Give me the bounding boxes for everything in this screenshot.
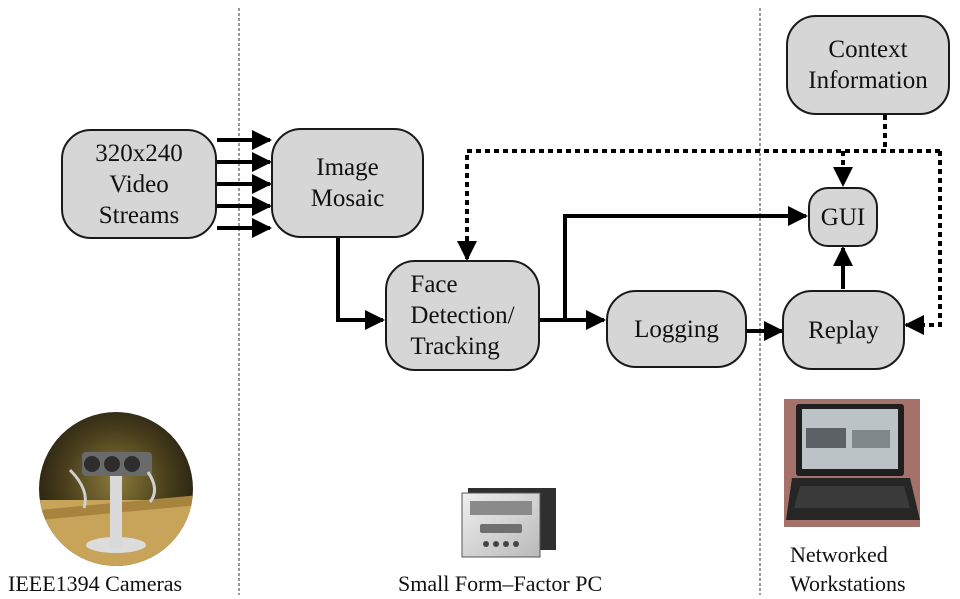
caption-cameras: IEEE1394 Cameras [8, 571, 183, 596]
node-context-information-line: Context [828, 36, 908, 63]
node-video-streams-line: Video [109, 170, 169, 198]
node-context-information-line: Information [808, 67, 928, 94]
pc-icon [461, 488, 556, 558]
node-gui-line: GUI [820, 203, 866, 231]
caption-workstations-line2: Workstations [790, 571, 906, 596]
stream-arrows [217, 130, 272, 238]
dotted-arrow-context-to-replay [904, 151, 942, 335]
node-video-streams: 320x240 Video Streams [61, 129, 217, 239]
node-image-mosaic-line: Mosaic [310, 185, 385, 212]
node-face-detection-line: Detection/ [410, 302, 515, 329]
caption-pc: Small Form–Factor PC [398, 571, 603, 596]
arrow-mosaic-to-face [336, 238, 385, 330]
node-image-mosaic-line: Image [316, 154, 379, 181]
laptop-photo [784, 399, 920, 527]
node-image-mosaic: Image Mosaic [271, 128, 424, 238]
node-video-streams-line: 320x240 [95, 139, 183, 167]
dotted-arrow-context-to-face [457, 149, 940, 261]
node-replay-line: Replay [808, 316, 879, 344]
node-video-streams-line: Streams [98, 201, 180, 229]
node-face-detection: Face Detection/ Tracking [385, 260, 540, 371]
camera-rig-photo [39, 412, 193, 566]
node-face-detection-line: Tracking [410, 333, 500, 360]
arrow-face-to-gui [563, 206, 808, 320]
node-context-information: Context Information [786, 15, 950, 115]
node-gui: GUI [808, 187, 878, 247]
node-face-detection-line: Face [410, 271, 458, 298]
node-logging: Logging [606, 290, 747, 368]
caption-workstations-line1: Networked [790, 542, 888, 567]
node-replay: Replay [782, 290, 905, 370]
node-logging-line: Logging [634, 315, 719, 343]
